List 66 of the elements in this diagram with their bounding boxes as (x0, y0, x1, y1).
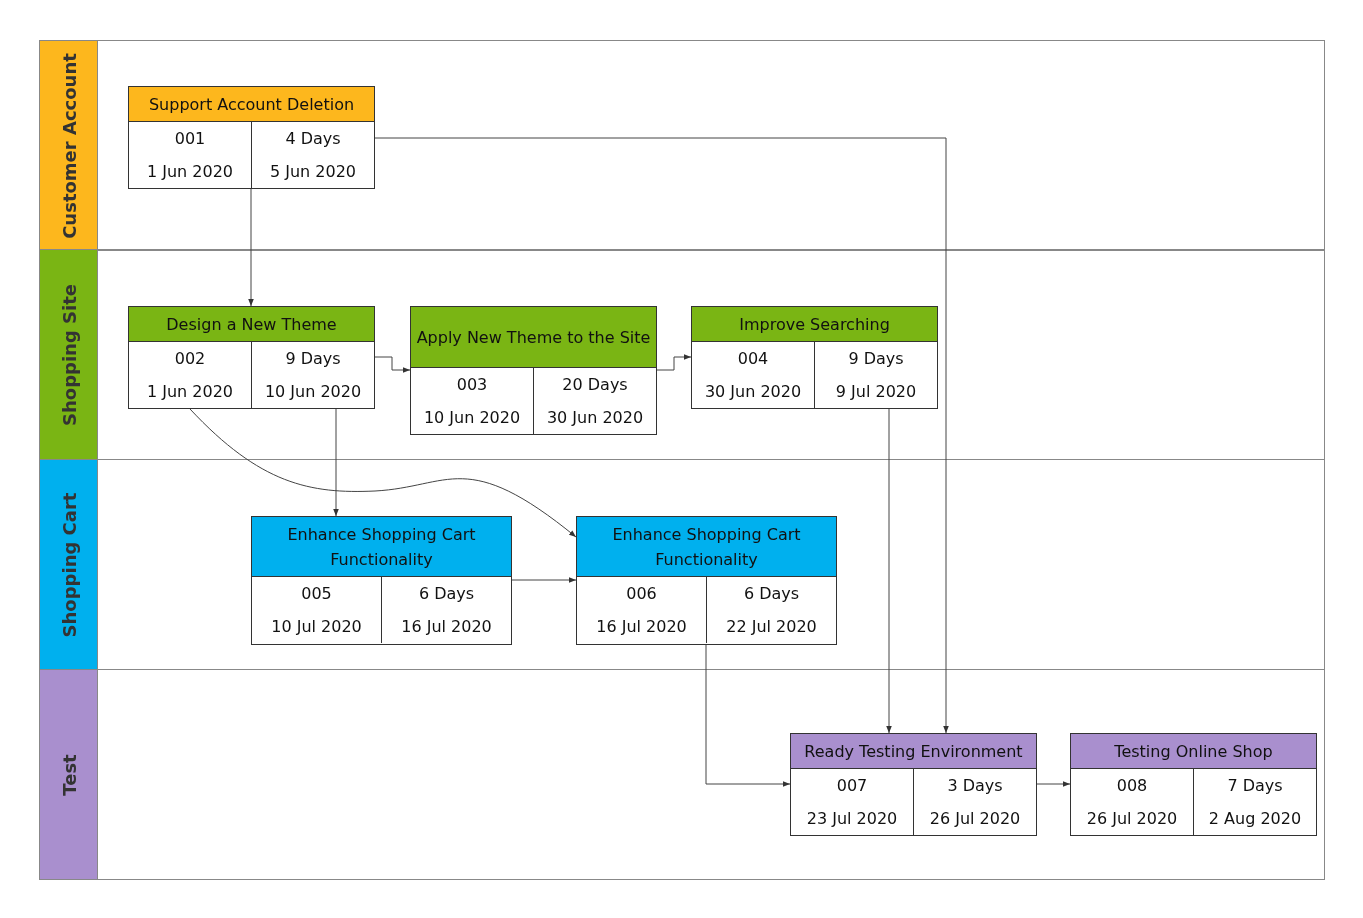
swimlane (39, 249, 1325, 460)
task-card (790, 733, 1037, 836)
start-date: 10 Jul 2020 (270, 616, 363, 638)
arrow (886, 408, 892, 734)
task-id: 005 (300, 583, 333, 605)
task-id: 008 (1115, 775, 1149, 797)
start-date: 23 Jul 2020 (805, 808, 899, 830)
swimlane (39, 459, 1325, 670)
end-date: 10 Jun 2020 (251, 375, 374, 408)
swimlane (39, 669, 1325, 880)
swimlane (39, 40, 1325, 251)
start-date: 30 Jun 2020 (703, 381, 803, 403)
end-date: 30 Jun 2020 (533, 401, 656, 434)
task-card (251, 516, 512, 645)
duration: 9 Days (814, 342, 937, 375)
task-id: 004 (736, 348, 770, 370)
duration: 4 Days (251, 122, 374, 155)
task-title: Enhance Shopping Cart Functionality (577, 517, 836, 577)
start-date: 26 Jul 2020 (1085, 808, 1179, 830)
start-date: 1 Jun 2020 (145, 381, 235, 403)
task-title: Apply New Theme to the Site (411, 307, 656, 368)
end-date: 9 Jul 2020 (814, 375, 937, 408)
task-id: 007 (835, 775, 869, 797)
end-date: 16 Jul 2020 (381, 610, 511, 643)
end-date: 2 Aug 2020 (1193, 802, 1316, 835)
task-title: Enhance Shopping Cart Functionality (252, 517, 511, 577)
task-id: 002 (173, 348, 207, 370)
arrow (374, 137, 949, 734)
task-card (576, 516, 837, 645)
lane-title: Customer Account (58, 52, 79, 239)
task-id: 001 (173, 128, 207, 150)
end-date: 22 Jul 2020 (706, 610, 836, 643)
lane-title: Shopping Cart (58, 492, 79, 637)
duration: 6 Days (381, 577, 511, 610)
task-card (1070, 733, 1317, 836)
end-date: 5 Jun 2020 (251, 155, 374, 188)
lane-title: Test (58, 753, 79, 796)
arrow (333, 408, 339, 517)
task-title: Ready Testing Environment (791, 734, 1036, 769)
task-title: Improve Searching (692, 307, 937, 342)
duration: 9 Days (251, 342, 374, 375)
start-date: 10 Jun 2020 (422, 407, 522, 429)
duration: 3 Days (913, 769, 1036, 802)
duration: 6 Days (706, 577, 836, 610)
task-title: Design a New Theme (129, 307, 374, 342)
end-date: 26 Jul 2020 (913, 802, 1036, 835)
arrow (656, 354, 692, 371)
arrow (1036, 781, 1071, 787)
start-date: 1 Jun 2020 (145, 161, 235, 183)
lane-title: Shopping Site (58, 283, 79, 426)
task-id: 003 (455, 374, 489, 396)
task-card (691, 306, 938, 409)
arrow (705, 644, 791, 787)
duration: 20 Days (533, 368, 656, 401)
task-title: Testing Online Shop (1071, 734, 1316, 769)
arrow (511, 577, 577, 583)
duration: 7 Days (1193, 769, 1316, 802)
task-card (128, 306, 375, 409)
start-date: 16 Jul 2020 (595, 616, 688, 638)
arrow (189, 408, 577, 538)
arrow (374, 356, 411, 373)
task-card (410, 306, 657, 435)
task-title: Support Account Deletion (129, 87, 374, 122)
task-card (128, 86, 375, 189)
arrow (248, 188, 254, 307)
task-id: 006 (625, 583, 658, 605)
